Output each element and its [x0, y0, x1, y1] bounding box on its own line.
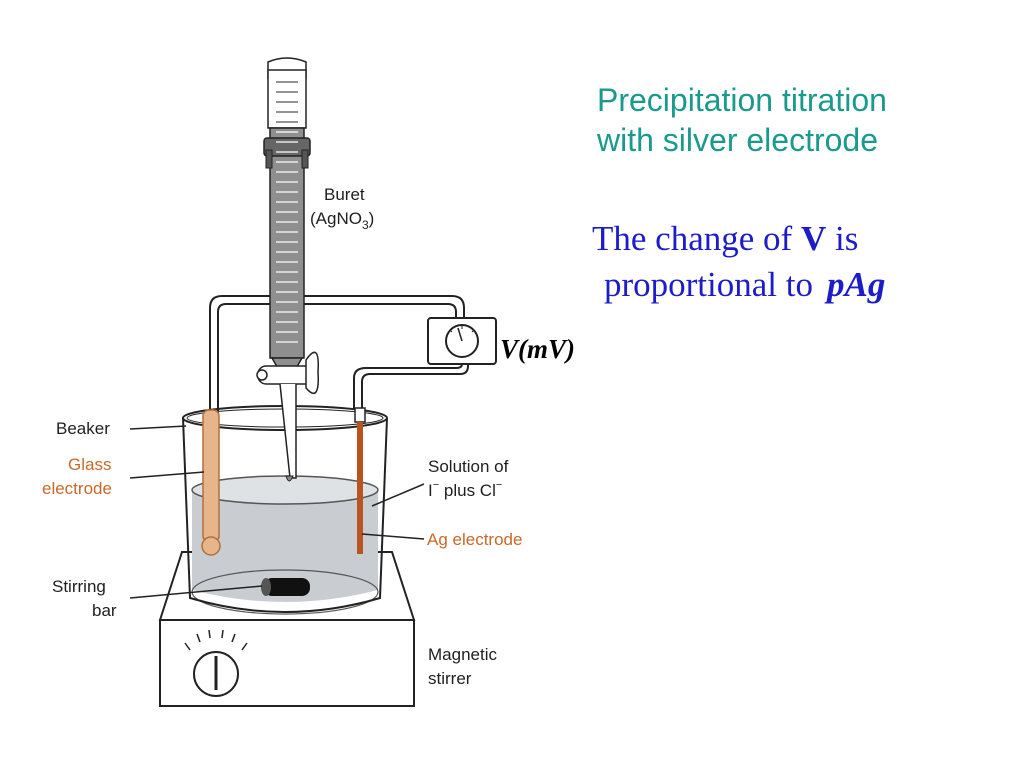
glass-electrode-label-line2: electrode [42, 479, 112, 498]
slide-title-line2: with silver electrode [597, 122, 878, 158]
buret-label: Buret [324, 185, 365, 204]
glass-electrode [201, 409, 221, 556]
solution-label-line2: I− plus Cl− [428, 479, 502, 500]
stirring-bar-label-line2: bar [92, 601, 117, 620]
statement-line1: The change of V is [592, 216, 1012, 262]
voltmeter-label: V(mV) [500, 334, 575, 364]
statement-proportional: proportional to [604, 265, 813, 304]
statement-variable: V [800, 219, 827, 258]
stirring-bar-label-line1: Stirring [52, 577, 106, 596]
stirrer-knob [184, 629, 248, 697]
solution-label-line1: Solution of [428, 457, 509, 476]
statement-middle: is [826, 219, 859, 258]
leader-lines [129, 425, 425, 599]
statement-quantity: pAg [827, 265, 886, 304]
magnetic-stirrer-label-line2: stirrer [428, 669, 472, 688]
ag-electrode-label: Ag electrode [427, 530, 522, 549]
buret-reagent-label: (AgNO3) [310, 209, 374, 232]
electrode-wires [209, 295, 469, 418]
slide-title-line1: Precipitation titration [597, 82, 887, 118]
beaker-label: Beaker [56, 419, 110, 438]
magnetic-stirrer-label-line1: Magnetic [428, 645, 497, 664]
statement-line2: proportional to pAg [592, 262, 1012, 308]
ag-electrode [354, 407, 366, 554]
voltmeter [427, 317, 497, 365]
slide-title: Precipitation titration with silver elec… [597, 80, 997, 160]
glass-electrode-label-line1: Glass [68, 455, 111, 474]
statement-prefix: The change of [592, 219, 801, 258]
statement: The change of V is proportional to pAg [592, 216, 1012, 308]
stirring-bar [261, 578, 310, 596]
buret [256, 57, 319, 482]
